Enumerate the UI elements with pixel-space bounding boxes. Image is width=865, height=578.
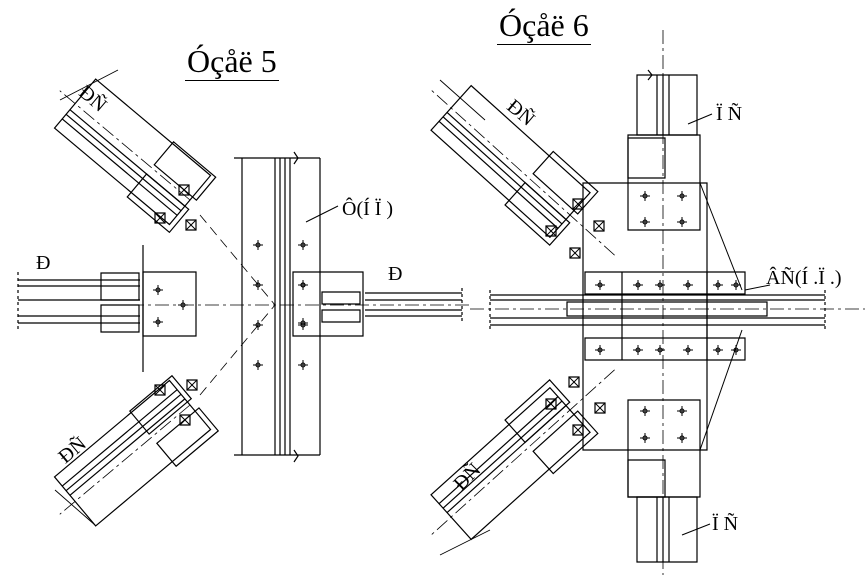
node6-chord-label: ÂÑ(Í .Ï .): [766, 267, 842, 289]
node5-left-bolts: [152, 284, 189, 328]
node5-top-diagonal: [35, 65, 215, 233]
node5-left-member-label: Ð: [36, 252, 51, 274]
node5-bottom-diagonal: [38, 376, 218, 544]
node6-top-post-label: Ï Ñ: [716, 103, 743, 125]
node6-bottom-post: [628, 400, 700, 562]
node6-assembly: [405, 30, 865, 575]
node5-column: [234, 152, 320, 462]
node5-column-label: Ô(Í Ï ): [342, 198, 394, 220]
node6-top-diagonal: [405, 61, 639, 282]
diagonal-extension-lines: [55, 70, 490, 555]
node5-top-diagonal-bolts: [154, 184, 197, 231]
node6-top-post-bolts: [639, 190, 688, 228]
node5-right-member: [293, 272, 462, 336]
node5-assembly: [18, 65, 470, 544]
node6-bottom-diagonal: [405, 343, 639, 564]
node6-top-diagonal-bolts: [545, 198, 605, 259]
node5-right-member-label: Ð: [388, 263, 403, 285]
node6-title: Óçåë 6: [497, 7, 591, 45]
node5-right-bolts: [297, 279, 309, 329]
node6-bottom-post-bolts: [639, 405, 688, 444]
node5-title: Óçåë 5: [185, 43, 279, 81]
node6-chord: [470, 272, 865, 360]
node5-left-member: [18, 245, 196, 372]
node6-bottom-post-label: Ï Ñ: [712, 513, 739, 535]
node6-top-post: [628, 70, 700, 230]
